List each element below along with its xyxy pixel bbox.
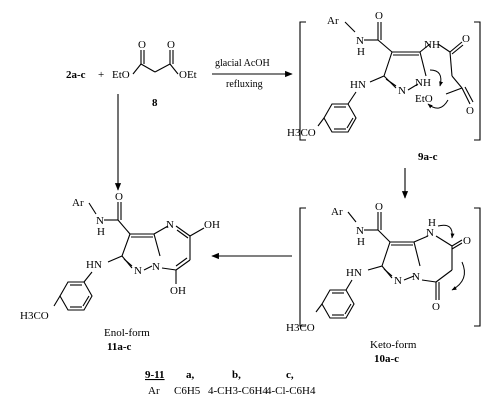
amide-n-11: N [96,215,104,227]
acyl-nh-9: NH [424,39,440,51]
ring-n2-10: N [412,271,420,283]
amide-h-10: H [357,236,365,248]
keto-form-label: Keto-form [370,339,417,351]
intermediate-9: Ar N H O N NH NH O O EtO [287,10,481,163]
amide-n-10: N [356,225,364,237]
hn-label-11: HN [86,259,102,271]
ring-n1-10: N [394,275,402,287]
curly-arrow-2-10 [451,261,465,291]
curly-arrow-1-9 [429,69,444,87]
enol-oh2-11: OH [170,285,186,297]
reaction-arrow-conditions: glacial AcOH refluxing [212,58,293,90]
ring-nh-n-10: N [426,227,434,239]
ester-o-left: O [138,39,146,51]
ring-nh-9: NH [415,77,431,89]
curly-arrow-1-10 [437,224,455,239]
methoxy-label-11: H3CO [20,310,49,322]
legend-header: 9-11 [145,369,165,381]
ketone-o2-10: O [432,301,440,313]
compound-label-10: 10a-c [374,353,399,365]
enol-form-label: Enol-form [104,327,150,339]
aryl-label-11: Ar [72,197,84,209]
eto-label-9: EtO [415,93,433,105]
legend-col-a: a, [186,369,195,381]
aryl-label-10: Ar [331,206,343,218]
malonate-number: 8 [152,97,158,109]
condition-heat: refluxing [226,79,263,90]
bracket-right-10 [474,207,481,327]
legend-val-a: C6H5 [174,385,201,397]
legend-row-label: Ar [148,385,160,397]
malonate-skeleton [132,50,179,75]
legend-col-c: c, [286,369,294,381]
amide-n-9: N [356,35,364,47]
compound-label-9: 9a-c [418,151,438,163]
bracket-left-9 [299,21,306,141]
legend-val-b: 4-CH3-C6H4 [208,385,268,397]
aryl-label-9: Ar [327,15,339,27]
substituent-legend: 9-11 a, b, c, Ar C6H5 4-CH3-C6H4 4-Cl-C6… [145,369,316,397]
amide-h-9: H [357,46,365,58]
ring-n-11: N [166,219,174,231]
legend-val-c: 4-Cl-C6H4 [266,385,316,397]
methoxy-label-10: H3CO [286,322,315,334]
bracket-left-10 [299,207,306,327]
enol-oh1-11: OH [204,219,220,231]
amide-h-11: H [97,226,105,238]
ring-n-9: N [398,85,406,97]
amide-o-11: O [115,191,123,203]
plus-sign: + [98,69,104,81]
ketone-o1-10: O [463,235,471,247]
hn-label-9: HN [350,79,366,91]
ester-oet-label: OEt [179,69,197,81]
ester-o-right: O [167,39,175,51]
acyl-o-9: O [462,33,470,45]
methoxy-label-9: H3CO [287,127,316,139]
curly-arrow-2-9 [427,99,449,109]
intermediate-10: Ar N H O N N N H O O [286,201,481,365]
amide-o-9: O [375,10,383,22]
ring-n2-11: N [152,261,160,273]
ring-nh-h-10: H [428,217,436,229]
compound-label-11: 11a-c [107,341,132,353]
ester-o-9: O [466,105,474,117]
ester-eto-label: EtO [112,69,130,81]
product-11: Ar N H O N N N OH OH HN [20,191,220,353]
legend-col-b: b, [232,369,241,381]
condition-solvent: glacial AcOH [215,58,270,69]
bracket-right-9 [474,21,481,141]
starting-material-label: 2a-c [66,69,86,81]
amide-o-10: O [375,201,383,213]
hn-label-10: HN [346,267,362,279]
reactants: 2a-c + EtO O O OEt 8 [66,39,197,109]
ring-n1-11: N [134,265,142,277]
